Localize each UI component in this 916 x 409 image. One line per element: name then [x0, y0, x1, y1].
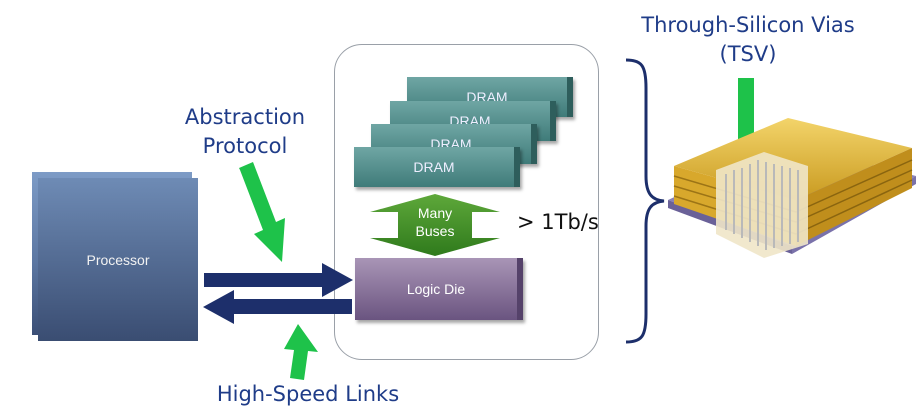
- links-arrow: [284, 324, 318, 380]
- buses-label: Many Buses: [395, 204, 475, 240]
- memory-cube-outline: [334, 44, 599, 360]
- buses-label-line1: Many: [417, 205, 453, 221]
- links-callout: High-Speed Links: [216, 382, 400, 406]
- abstraction-line1: Abstraction: [184, 105, 306, 129]
- curly-brace: [625, 58, 665, 344]
- abstraction-callout: Abstraction Protocol: [162, 103, 328, 161]
- dram-label: DRAM: [413, 159, 455, 175]
- processor-label: Processor: [86, 251, 150, 268]
- bandwidth-label: > 1Tb/s: [517, 210, 599, 234]
- via-pillars: [725, 160, 799, 250]
- right-link-arrow: [204, 263, 353, 297]
- left-link-arrow: [203, 290, 352, 324]
- tsv-callout: Through-Silicon Vias (TSV): [618, 11, 878, 69]
- tsv-line1: Through-Silicon Vias: [641, 13, 855, 37]
- abstraction-line2: Protocol: [202, 134, 288, 158]
- dram-layer: DRAM: [354, 147, 520, 187]
- tsv-cutaway: [716, 152, 808, 258]
- link-arrows: [203, 263, 353, 324]
- abstraction-arrow: [239, 162, 285, 262]
- tsv-stack-illustration: [668, 118, 916, 258]
- buses-label-line2: Buses: [415, 223, 455, 239]
- logic-die-label: Logic Die: [406, 281, 466, 297]
- logic-die-block: Logic Die: [355, 258, 523, 320]
- processor-block: Processor: [32, 172, 198, 341]
- tsv-line2: (TSV): [719, 42, 777, 66]
- buses-double-arrow: [370, 194, 500, 256]
